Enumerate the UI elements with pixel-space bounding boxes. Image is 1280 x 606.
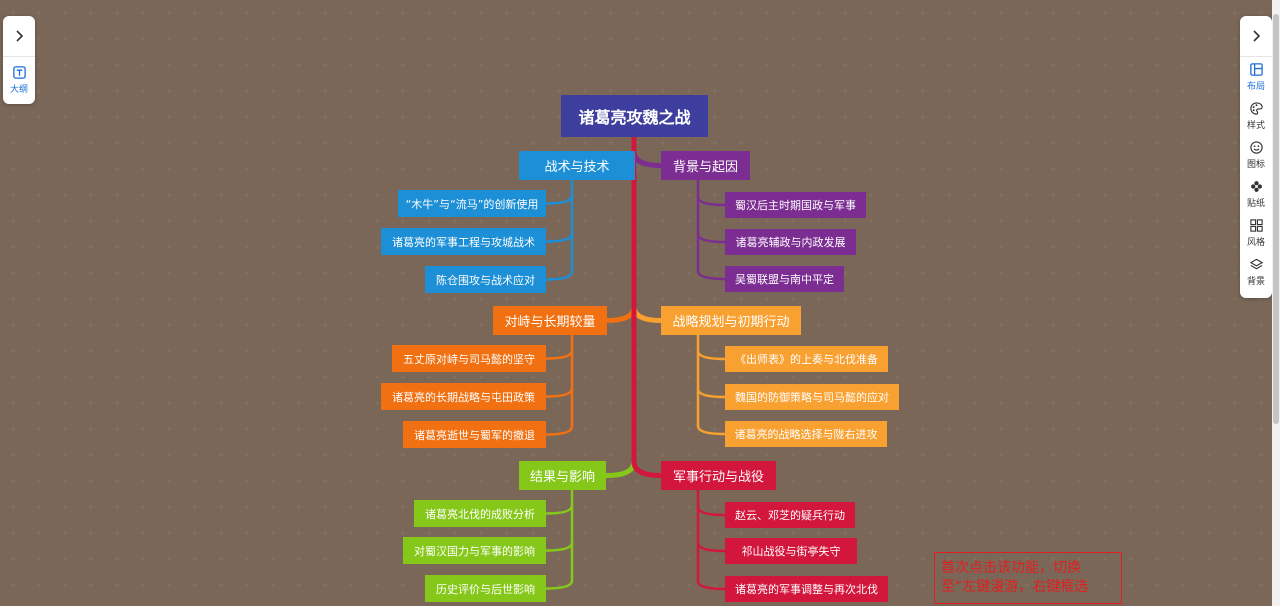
layers-icon <box>1249 258 1263 269</box>
tool-theme[interactable]: 风格 <box>1240 213 1272 252</box>
leaf-connector <box>696 387 727 399</box>
leaf-connector <box>544 270 574 281</box>
chevron-right-icon <box>16 30 24 42</box>
tool-icon[interactable]: 图标 <box>1240 135 1272 174</box>
leaf-node[interactable]: 诸葛亮逝世与蜀军的撤退 <box>403 421 546 448</box>
tool-sticker[interactable]: 贴纸 <box>1240 174 1272 213</box>
expand-right-button[interactable] <box>1240 16 1272 57</box>
leaf-node[interactable]: 诸葛亮辅政与内政发展 <box>725 229 856 255</box>
branch-node[interactable]: 军事行动与战役 <box>661 461 776 490</box>
branch-node[interactable]: 战略规划与初期行动 <box>661 306 801 335</box>
tool-label: 布局 <box>1246 81 1265 92</box>
leaf-connector <box>544 194 574 205</box>
leaf-connector <box>544 425 574 436</box>
scrollbar-thumb[interactable] <box>1273 14 1279 424</box>
branch-connector <box>631 134 664 478</box>
tool-label: 风格 <box>1246 237 1265 248</box>
leaf-connector <box>696 505 727 517</box>
smiley-icon <box>1249 140 1263 154</box>
leaf-node[interactable]: “木牛”与“流马”的创新使用 <box>398 190 546 217</box>
leaf-node[interactable]: 《出师表》的上奏与北伐准备 <box>725 346 888 372</box>
tip-note: 首次点击该功能，切换至“左键漫游，右键框选 <box>934 552 1122 604</box>
leaf-node[interactable]: 历史评价与后世影响 <box>425 575 546 602</box>
leaf-connector <box>696 424 727 436</box>
branch-node[interactable]: 对峙与长期较量 <box>493 306 607 335</box>
leaf-connector <box>544 349 574 360</box>
leaf-connector <box>544 541 574 552</box>
tool-background[interactable]: 背景 <box>1240 252 1272 291</box>
leaf-connector <box>544 579 574 590</box>
leaf-connector <box>696 232 727 244</box>
vertical-scrollbar[interactable] <box>1272 0 1280 606</box>
leaf-connector <box>696 579 727 591</box>
leaf-node[interactable]: 祁山战役与街亭失守 <box>725 538 857 564</box>
leaf-connector <box>696 195 727 207</box>
leaf-node[interactable]: 诸葛亮的长期战略与屯田政策 <box>381 383 546 410</box>
leaf-node[interactable]: 对蜀汉国力与军事的影响 <box>403 537 546 564</box>
leaf-node[interactable]: 诸葛亮北伐的成败分析 <box>414 500 546 527</box>
leaf-node[interactable]: 陈仓围攻与战术应对 <box>425 266 546 293</box>
branch-node[interactable]: 战术与技术 <box>519 151 635 180</box>
leaf-node[interactable]: 五丈原对峙与司马懿的坚守 <box>392 345 546 372</box>
leaf-connector <box>696 349 727 361</box>
branch-connector <box>603 134 637 478</box>
branch-connector <box>631 134 664 168</box>
leaf-node[interactable]: 吴蜀联盟与南中平定 <box>725 266 844 292</box>
leaf-node[interactable]: 诸葛亮的战略选择与陇右进攻 <box>725 421 887 447</box>
outline-icon <box>12 66 26 79</box>
leaf-connector <box>544 232 574 243</box>
expand-left-button[interactable] <box>3 16 35 57</box>
tool-layout[interactable]: 布局 <box>1240 57 1272 96</box>
leaf-node[interactable]: 赵云、邓芝的疑兵行动 <box>725 502 855 528</box>
tool-label: 样式 <box>1246 120 1265 131</box>
leaf-connector <box>544 387 574 398</box>
leaf-connector <box>544 504 574 515</box>
sticker-icon <box>1250 180 1262 192</box>
tool-label: 贴纸 <box>1246 198 1265 209</box>
outline-button[interactable]: 大纲 <box>3 57 35 103</box>
tool-label: 图标 <box>1246 159 1265 170</box>
tool-label: 背景 <box>1246 276 1265 287</box>
layout-icon <box>1249 62 1263 76</box>
leaf-node[interactable]: 诸葛亮的军事调整与再次北伐 <box>725 576 888 602</box>
branch-node[interactable]: 背景与起因 <box>661 151 750 180</box>
leaf-connector <box>696 269 727 281</box>
root-node[interactable]: 诸葛亮攻魏之战 <box>561 95 708 137</box>
leaf-node[interactable]: 诸葛亮的军事工程与攻城战术 <box>381 228 546 255</box>
leaf-node[interactable]: 蜀汉后主时期国政与军事 <box>725 192 866 218</box>
chevron-right-icon <box>1253 30 1261 42</box>
grid-icon <box>1249 218 1263 232</box>
right-panel: 布局 样式 图标 贴纸 风格 <box>1240 16 1272 298</box>
branch-node[interactable]: 结果与影响 <box>519 461 606 490</box>
tool-style[interactable]: 样式 <box>1240 96 1272 135</box>
outline-label: 大纲 <box>9 85 28 95</box>
palette-icon <box>1249 101 1263 115</box>
leaf-connector <box>696 541 727 553</box>
left-panel: 大纲 <box>3 16 35 104</box>
leaf-node[interactable]: 魏国的防御策略与司马懿的应对 <box>725 384 899 410</box>
